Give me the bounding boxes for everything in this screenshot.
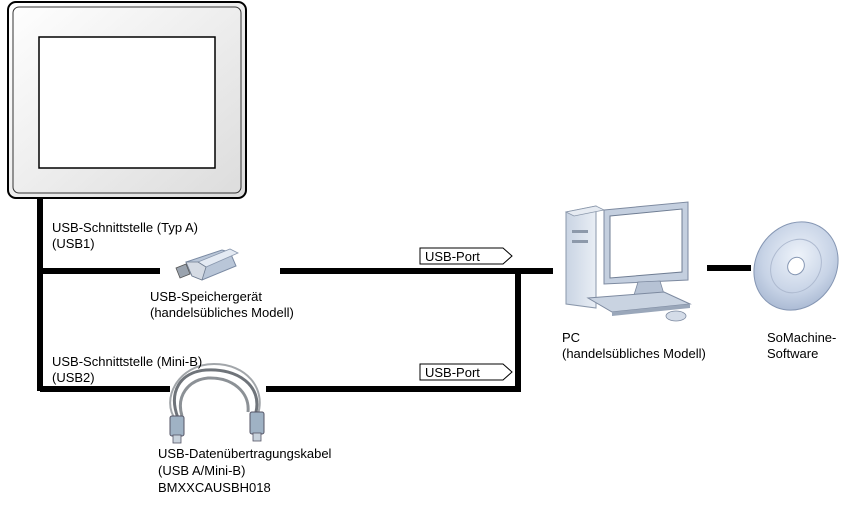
pc-label: PC (handelsübliches Modell): [562, 330, 706, 362]
usb-stick-icon: [175, 248, 239, 281]
usb1-interface-line1: USB-Schnittstelle (Typ A): [52, 220, 198, 235]
connection-lines: [37, 198, 751, 392]
usb-cable-line1: USB-Datenübertragungskabel: [158, 446, 332, 461]
usb1-interface-line2: (USB1): [52, 236, 95, 251]
usb2-interface-line2: (USB2): [52, 370, 95, 385]
usb-port-tag-lower: USB-Port: [419, 363, 513, 381]
usb-port-label-upper: USB-Port: [425, 249, 480, 264]
usb-storage-line1: USB-Speichergerät: [150, 289, 262, 304]
usb-port-tag-upper: USB-Port: [419, 247, 513, 265]
usb-port-label-lower: USB-Port: [425, 365, 480, 380]
usb-cable-line2: (USB A/Mini-B): [158, 463, 246, 478]
pc-icon: [564, 201, 692, 322]
usb-cable-label: USB-Datenübertragungskabel (USB A/Mini-B…: [158, 445, 331, 496]
cd-disc-icon: [753, 221, 839, 311]
usb-cable-line3: BMXXCAUSBH018: [158, 480, 271, 495]
usb2-interface-line1: USB-Schnittstelle (Mini-B): [52, 354, 203, 369]
pc-line2: (handelsübliches Modell): [562, 346, 706, 361]
usb-storage-line2: (handelsübliches Modell): [150, 305, 294, 320]
software-line2: Software: [767, 346, 819, 361]
usb2-interface-label: USB-Schnittstelle (Mini-B) (USB2): [52, 354, 202, 386]
software-label: SoMachine- Software: [767, 330, 836, 362]
usb1-interface-label: USB-Schnittstelle (Typ A) (USB1): [52, 220, 198, 252]
usb-cable-icon: [169, 362, 265, 444]
hmi-display-icon: [7, 1, 247, 199]
usb-storage-label: USB-Speichergerät (handelsübliches Model…: [150, 289, 294, 321]
software-line1: SoMachine-: [767, 330, 837, 345]
pc-line1: PC: [562, 330, 581, 345]
